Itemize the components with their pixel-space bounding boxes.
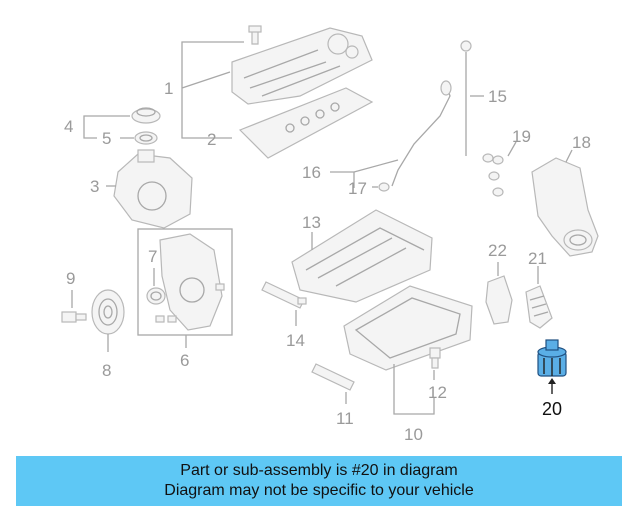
leader-19 — [507, 141, 517, 157]
callout-1: 1 — [164, 79, 173, 98]
callout-20: 20 — [542, 399, 562, 419]
parts-diagram: 1 2 4 5 3 7 6 — [61, 25, 599, 444]
callout-3: 3 — [90, 177, 99, 196]
part-2-gasket — [238, 87, 374, 159]
leader-18 — [565, 149, 573, 163]
info-banner: Part or sub-assembly is #20 in diagram D… — [16, 456, 622, 506]
part-19-seals — [482, 153, 504, 197]
leader-4-5 — [83, 115, 134, 139]
callout-7: 7 — [148, 247, 157, 266]
part-11-sealant — [311, 363, 355, 391]
part-1-valve-cover — [231, 25, 373, 105]
callout-6: 6 — [180, 351, 189, 370]
part-5-o-ring — [134, 131, 158, 145]
part-20-filter-cap — [537, 339, 567, 377]
callout-14: 14 — [286, 331, 305, 350]
callout-9: 9 — [66, 269, 75, 288]
callout-11: 11 — [336, 409, 354, 428]
leader-16 — [330, 159, 399, 188]
callout-12: 12 — [428, 383, 447, 402]
callout-2: 2 — [207, 130, 216, 149]
part-4-oil-cap — [131, 107, 161, 124]
leader-1 — [181, 41, 244, 139]
banner-line-1: Part or sub-assembly is #20 in diagram — [180, 462, 458, 479]
part-7-seal — [146, 287, 166, 305]
leader-10 — [393, 364, 435, 415]
callout-21: 21 — [528, 249, 547, 268]
part-3-housing — [113, 149, 193, 229]
callout-16: 16 — [302, 163, 321, 182]
callout-13: 13 — [302, 213, 321, 232]
callout-8: 8 — [102, 361, 111, 380]
callout-19: 19 — [512, 127, 531, 146]
callout-10: 10 — [404, 425, 423, 444]
part-22-bracket — [485, 275, 513, 325]
part-9-bolt — [61, 311, 87, 323]
callout-4: 4 — [64, 117, 73, 136]
part-13-upper-pan — [291, 209, 433, 303]
part-6-box — [137, 228, 233, 336]
part-12-drain-plug — [429, 347, 441, 369]
banner-line-2: Diagram may not be specific to your vehi… — [164, 482, 474, 499]
part-6-timing-cover — [155, 233, 225, 331]
part-16-dipstick-tube — [391, 80, 452, 187]
part-17-tube-bolt — [378, 182, 390, 192]
part-8-pulley — [91, 289, 125, 335]
callout-15: 15 — [488, 87, 507, 106]
callout-5: 5 — [102, 129, 111, 148]
callout-22: 22 — [488, 241, 507, 260]
callout-17: 17 — [348, 179, 367, 198]
part-18-filter-housing — [531, 157, 599, 257]
callout-18: 18 — [572, 133, 591, 152]
part-15-dipstick — [460, 40, 472, 156]
part-21-filter-element — [525, 285, 553, 329]
leader-20-arrowhead — [548, 378, 556, 384]
part-14-sealant — [261, 281, 307, 309]
